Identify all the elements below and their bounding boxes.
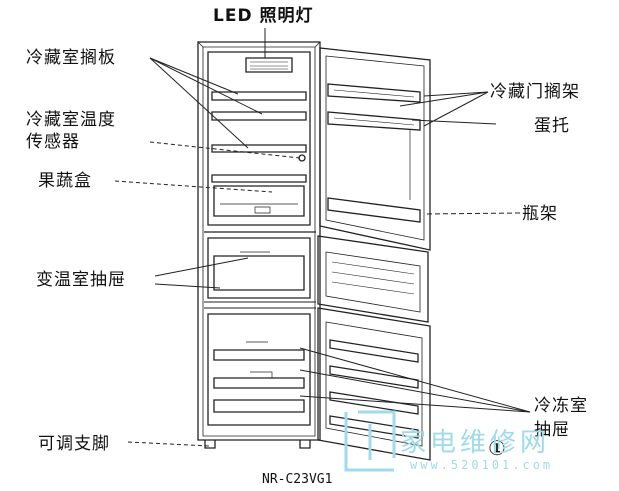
- leader-variable-drawer-2: [154, 283, 221, 289]
- leader-bottle-rack: [423, 212, 521, 215]
- cabinet-body: [197, 41, 321, 441]
- label-freezer-drawer-line1: 冷冻室: [534, 396, 588, 416]
- label-door-shelf: 冷藏门搁架: [490, 82, 580, 102]
- leader-feet: [127, 441, 211, 447]
- figure-number: ①: [488, 436, 507, 460]
- leader-variable-drawer-1: [154, 257, 249, 277]
- leader-shelf-1: [149, 57, 239, 95]
- leader-freezer-3: [299, 395, 531, 413]
- label-fridge-shelf: 冷藏室搁板: [26, 48, 116, 68]
- feet: [204, 440, 311, 449]
- watermark-url: www.520101.com: [410, 458, 554, 472]
- label-bottle-rack: 瓶架: [522, 204, 558, 224]
- led-panel: [245, 57, 293, 73]
- label-temp-sensor-line1: 冷藏室温度: [26, 110, 116, 130]
- label-led-light: LED 照明灯: [213, 6, 314, 26]
- leader-egg-tray: [411, 119, 497, 125]
- leader-freezer-2: [299, 369, 531, 413]
- leader-shelf-3: [149, 57, 249, 149]
- label-freezer-drawer-line2: 抽屉: [534, 420, 570, 440]
- leader-crisper: [114, 180, 273, 193]
- label-egg-tray: 蛋托: [534, 116, 570, 136]
- leader-freezer-1: [299, 347, 531, 413]
- leader-shelf-2: [149, 57, 263, 115]
- label-crisper: 果蔬盒: [38, 171, 92, 191]
- model-number: NR-C23VG1: [262, 472, 333, 487]
- freezer-compartment: [207, 313, 311, 426]
- freezer-door: [317, 307, 431, 461]
- label-temp-sensor-line2: 传感器: [26, 132, 80, 152]
- fridge-compartment: [207, 51, 311, 226]
- variable-temp-door: [317, 235, 429, 323]
- fridge-door: [319, 47, 431, 251]
- label-adjustable-feet: 可调支脚: [38, 434, 110, 454]
- variable-temp-compartment: [204, 231, 316, 299]
- watermark-logo: [344, 410, 396, 472]
- leader-door-shelf-1: [423, 91, 489, 97]
- leader-door-shelf-2: [399, 91, 489, 107]
- label-variable-temp-drawer: 变温室抽屉: [36, 270, 126, 290]
- leader-door-shelf-3: [423, 91, 489, 127]
- watermark-text: 家电维修网: [400, 428, 551, 458]
